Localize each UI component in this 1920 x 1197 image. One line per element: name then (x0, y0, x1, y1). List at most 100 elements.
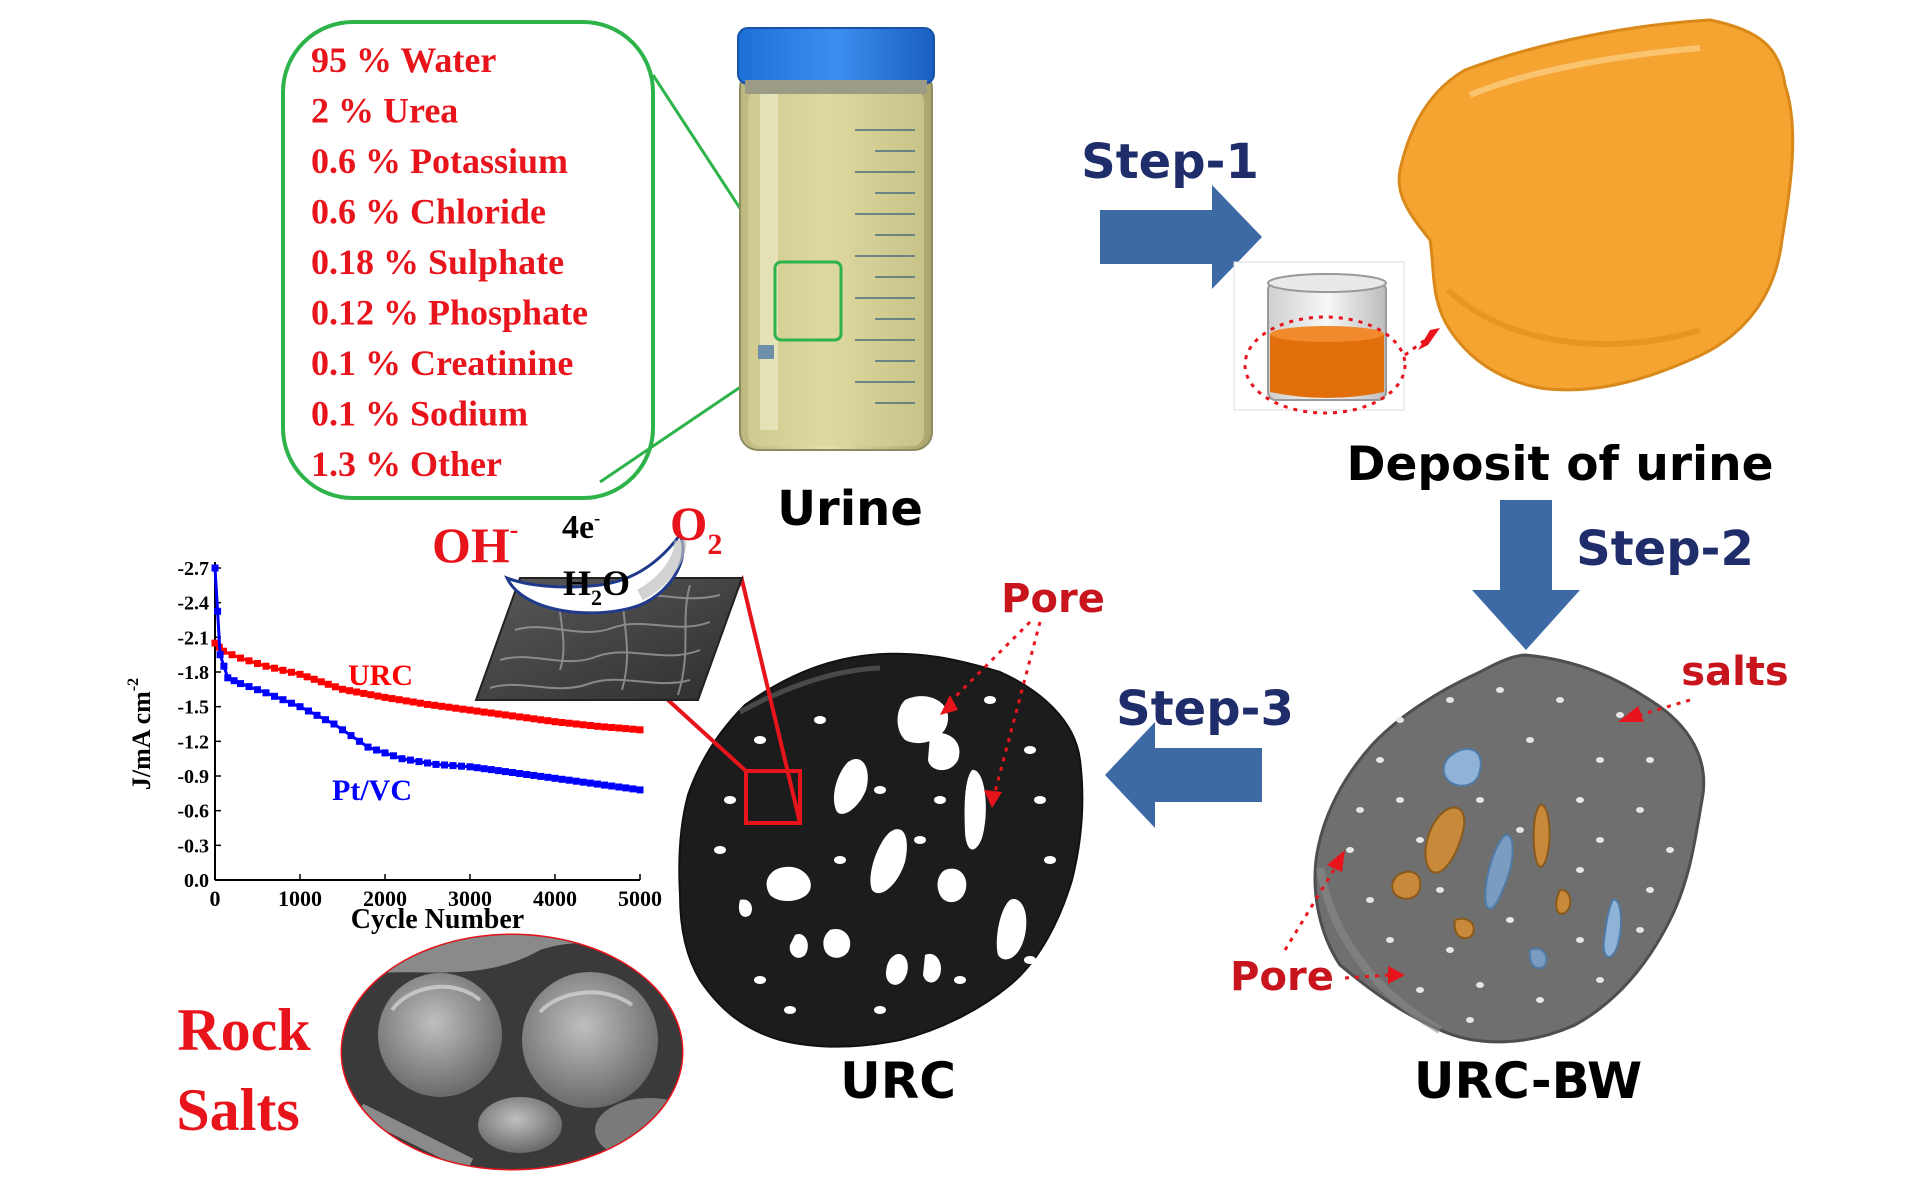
urine-jar (737, 27, 935, 451)
pore-dot (1034, 796, 1046, 804)
series-line (213, 567, 641, 792)
pore-dot (914, 836, 926, 844)
beaker (1233, 261, 1440, 415)
data-point (466, 706, 474, 714)
data-point (551, 774, 559, 782)
pore-dot (1416, 837, 1424, 843)
oh-label: OH- (432, 515, 518, 573)
data-point (220, 662, 228, 670)
data-point (572, 777, 580, 785)
data-point (459, 705, 467, 713)
data-point (473, 707, 481, 715)
data-point (487, 709, 495, 717)
pore-dot (1636, 807, 1644, 813)
data-point (615, 724, 623, 732)
data-point (310, 675, 318, 683)
data-point (530, 771, 538, 779)
data-point (303, 673, 311, 681)
y-tick-label: -1.5 (177, 697, 209, 719)
step1-arrow (1100, 185, 1262, 289)
data-point (211, 639, 219, 647)
data-point (636, 786, 644, 794)
data-point (523, 771, 531, 778)
x-tick-label: 3000 (448, 886, 492, 911)
data-point (381, 749, 389, 757)
rock-salts-sem (340, 933, 684, 1171)
data-point (579, 721, 587, 729)
rock-label: Rock (177, 997, 311, 1063)
y-tick-label: -2.1 (177, 627, 209, 649)
data-point (480, 765, 488, 773)
deposit-label: Deposit of urine (1347, 437, 1774, 492)
pore-dot (1396, 717, 1404, 723)
data-point (353, 688, 361, 696)
data-point (279, 696, 287, 704)
data-point (373, 746, 380, 754)
data-point (432, 760, 440, 768)
data-point (558, 719, 566, 726)
four-e-label: 4e- (562, 508, 600, 546)
data-point (622, 725, 630, 733)
data-point (402, 697, 410, 705)
data-point (330, 720, 338, 728)
urc-pores (738, 696, 1027, 985)
data-point (445, 703, 453, 711)
data-point (458, 762, 465, 770)
urc-bw-salts (1391, 748, 1623, 970)
data-point (313, 711, 321, 719)
urc-label: URC (840, 1052, 956, 1110)
pore-dot (1636, 927, 1644, 933)
data-point (346, 687, 354, 695)
data-point (629, 725, 637, 733)
pore-dot (1496, 687, 1504, 693)
data-point (305, 707, 312, 715)
data-point (331, 683, 339, 691)
pore-dot (1436, 887, 1444, 893)
data-point (608, 782, 616, 790)
data-point (594, 722, 601, 730)
data-point (317, 678, 325, 686)
data-point (415, 758, 423, 766)
data-point (537, 772, 545, 780)
pore-dot (1596, 977, 1604, 983)
pore-label-urc: Pore (1001, 576, 1105, 622)
step3-arrow (1105, 722, 1262, 828)
composition-item: 1.3 % Other (311, 444, 502, 484)
data-point (601, 723, 609, 731)
data-point (494, 767, 502, 775)
data-point (262, 662, 270, 670)
pore-dot (874, 786, 886, 794)
data-point (216, 651, 224, 659)
x-axis-label: Cycle Number (351, 904, 524, 935)
data-point (494, 710, 502, 718)
pore-dot (1556, 697, 1564, 703)
data-point (509, 712, 516, 720)
data-point (530, 715, 538, 723)
data-point (245, 657, 253, 665)
pore-dot (1476, 982, 1484, 988)
data-point (398, 755, 406, 763)
data-point (586, 722, 594, 729)
pore-dot (1386, 937, 1394, 943)
pore-dot (1466, 1017, 1474, 1023)
data-point (501, 711, 509, 719)
data-point (438, 702, 446, 710)
pore-dot (1044, 856, 1056, 864)
data-point (409, 698, 417, 706)
data-point (288, 699, 295, 707)
x-tick-label: 1000 (278, 886, 322, 911)
pore-dot (1396, 797, 1404, 803)
data-point (501, 768, 509, 776)
data-point (228, 651, 236, 659)
pore-dot (994, 1006, 1006, 1014)
stability-chart: 0.0-0.3-0.6-0.9-1.2-1.5-1.8-2.1-2.4-2.70… (125, 558, 662, 935)
h2o-label: H2O (563, 563, 630, 610)
data-point (390, 752, 397, 760)
pore-dot (1024, 746, 1036, 754)
data-point (224, 674, 232, 682)
pore-label-right: Pore (1230, 954, 1334, 1000)
salts-big-label: Salts (176, 1077, 299, 1143)
data-point (523, 714, 531, 722)
data-point (407, 756, 414, 764)
